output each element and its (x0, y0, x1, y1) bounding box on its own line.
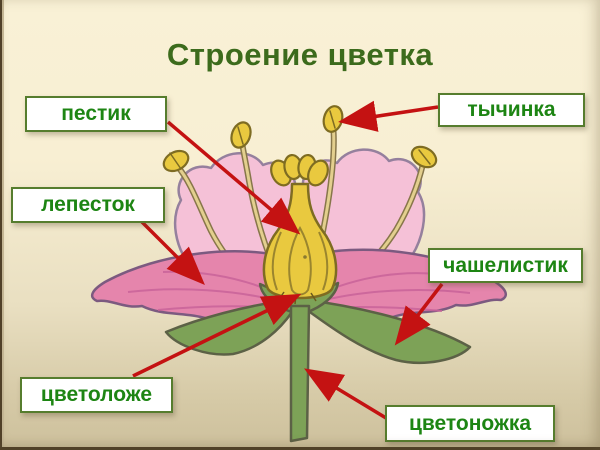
stem-graphic (289, 304, 311, 443)
label-stamen-text: тычинка (467, 98, 556, 121)
arrow-to-petal (137, 217, 205, 285)
arrow-to-receptacle (132, 293, 302, 378)
label-pistil-text: пестик (61, 102, 131, 125)
anther-creases (169, 110, 431, 170)
arrow-to-pistil (166, 120, 301, 235)
label-petal: лепесток (11, 187, 165, 223)
slide-bottom-border (0, 447, 600, 450)
label-pistil: пестик (25, 96, 167, 132)
sepal-right (304, 298, 472, 364)
label-pedicel-text: цветоножка (408, 411, 532, 435)
stigma-lobes (270, 153, 329, 187)
pistil-graphic (262, 153, 338, 305)
arrow-to-pedicel (304, 368, 387, 420)
page-title: Строение цветка (166, 36, 434, 72)
label-pedicel: цветоножка (385, 405, 555, 442)
slide-left-border (0, 0, 4, 450)
arrow-to-sepal (394, 282, 444, 346)
label-sepal-text: чашелистик (443, 253, 568, 277)
label-petal-text: лепесток (41, 193, 135, 216)
arrow-to-stamen (338, 100, 439, 132)
label-sepal: чашелистик (428, 248, 583, 283)
pointer-arrows (132, 100, 444, 420)
label-receptacle-text: цветоложе (40, 383, 153, 406)
label-stamen: тычинка (438, 93, 585, 127)
label-receptacle: цветоложе (20, 377, 173, 413)
ovary-dot (303, 255, 307, 259)
